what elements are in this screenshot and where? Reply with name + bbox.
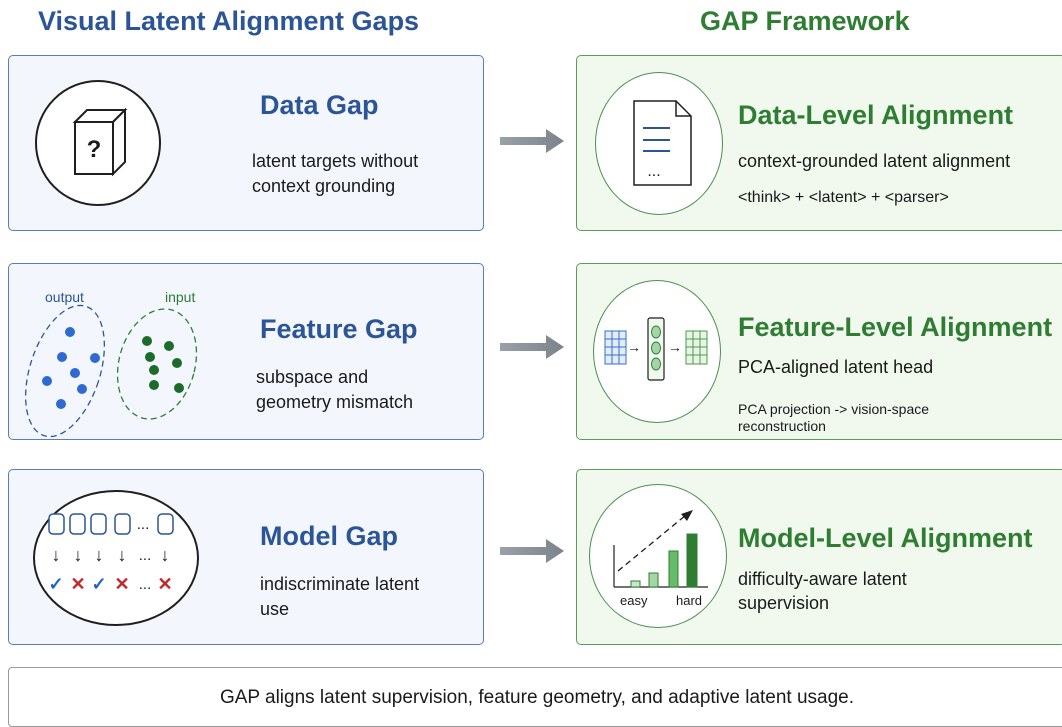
summary-text: GAP aligns latent supervision, feature g… [219, 687, 855, 708]
data-gap-desc-line2: context grounding [252, 176, 396, 196]
arrow-icon [500, 335, 564, 359]
down-arrow-2: ↓ [74, 545, 83, 565]
data-gap-desc-line1: latent targets without [252, 151, 419, 171]
mystery-box-icon: ? [72, 107, 128, 177]
data-level-desc: context-grounded latent alignment [738, 151, 1011, 171]
token-decision-illustration: ... ↓ ↓ ↓ ↓ ↓ ... ✓ ✕ ✓ ✕ ✕ ... [48, 513, 174, 594]
feature-level-sub-line1: PCA projection -> vision-space [738, 401, 930, 417]
check-icon: ✓ [48, 574, 63, 594]
feature-level-sub-line2: reconstruction [738, 418, 826, 434]
model-gap-icon-circle: ... ↓ ↓ ↓ ↓ ↓ ... ✓ ✕ ✓ ✕ ✕ ... [33, 490, 199, 626]
flow-arrow-2: → [668, 339, 682, 355]
output-label: output [45, 289, 84, 305]
difficulty-chart-icon: easy hard [613, 510, 708, 608]
token-ellipsis: ... [137, 516, 150, 533]
question-mark: ? [87, 136, 102, 163]
cross-icon: ✕ [70, 574, 85, 594]
data-gap-icon-circle: ? [35, 80, 161, 206]
arrow-icon [500, 539, 564, 563]
model-gap-title: Model Gap [260, 521, 399, 551]
axis-hard-label: hard [676, 593, 702, 608]
document-icon: ... [633, 100, 692, 186]
data-level-icon-circle: ... [595, 72, 723, 215]
feature-level-desc: PCA-aligned latent head [738, 357, 934, 377]
input-label: input [165, 289, 196, 305]
data-gap-title: Data Gap [260, 90, 379, 120]
result-ellipsis: ... [139, 576, 152, 593]
feature-gap-title: Feature Gap [260, 314, 418, 344]
doc-ellipsis: ... [647, 163, 660, 180]
feature-level-icon-circle: → → [593, 280, 721, 423]
down-arrow-3: ↓ [95, 545, 104, 565]
model-gap-desc-line2: use [260, 599, 290, 619]
data-level-panel: ... Data-Level Alignment context-grounde… [576, 55, 1062, 231]
data-level-format: <think> + <latent> + <parser> [738, 189, 949, 206]
down-arrow-4: ↓ [118, 545, 127, 565]
axis-easy-label: easy [620, 593, 648, 608]
cross-icon: ✕ [157, 574, 172, 594]
left-column-header: Visual Latent Alignment Gaps [38, 6, 420, 36]
flow-arrow-1: → [627, 339, 641, 355]
model-level-title: Model-Level Alignment [738, 523, 1033, 553]
model-level-panel: easy hard Model-Level Alignment difficul… [576, 469, 1062, 645]
model-level-desc-line2: supervision [738, 593, 830, 613]
model-level-desc-line1: difficulty-aware latent [738, 569, 907, 589]
model-level-icon-circle: easy hard [589, 484, 727, 628]
arrow-icon [500, 129, 564, 153]
feature-level-title: Feature-Level Alignment [738, 312, 1053, 342]
check-icon: ✓ [91, 574, 106, 594]
model-gap-panel: ... ↓ ↓ ↓ ↓ ↓ ... ✓ ✕ ✓ ✕ ✕ ... Model Ga… [8, 469, 484, 645]
feature-clusters-illustration [24, 304, 198, 438]
summary-footer: GAP aligns latent supervision, feature g… [8, 667, 1062, 727]
right-column-header: GAP Framework [700, 6, 910, 36]
feature-level-panel: → → Feature-Level Alignment PCA-aligned … [576, 263, 1062, 440]
model-gap-desc-line1: indiscriminate latent [260, 574, 420, 594]
data-level-title: Data-Level Alignment [738, 100, 1014, 130]
arrow-ellipsis: ... [139, 547, 152, 564]
cross-icon: ✕ [114, 574, 129, 594]
feature-gap-desc-line2: geometry mismatch [256, 392, 414, 412]
feature-gap-panel: output input Feature Gap subspace and ge… [8, 263, 484, 440]
data-gap-panel: ? Data Gap latent targets without contex… [8, 55, 484, 231]
feature-gap-desc-line1: subspace and [256, 367, 369, 387]
pca-head-icon: → → [604, 317, 708, 381]
down-arrow-1: ↓ [52, 545, 61, 565]
down-arrow-5: ↓ [161, 545, 170, 565]
